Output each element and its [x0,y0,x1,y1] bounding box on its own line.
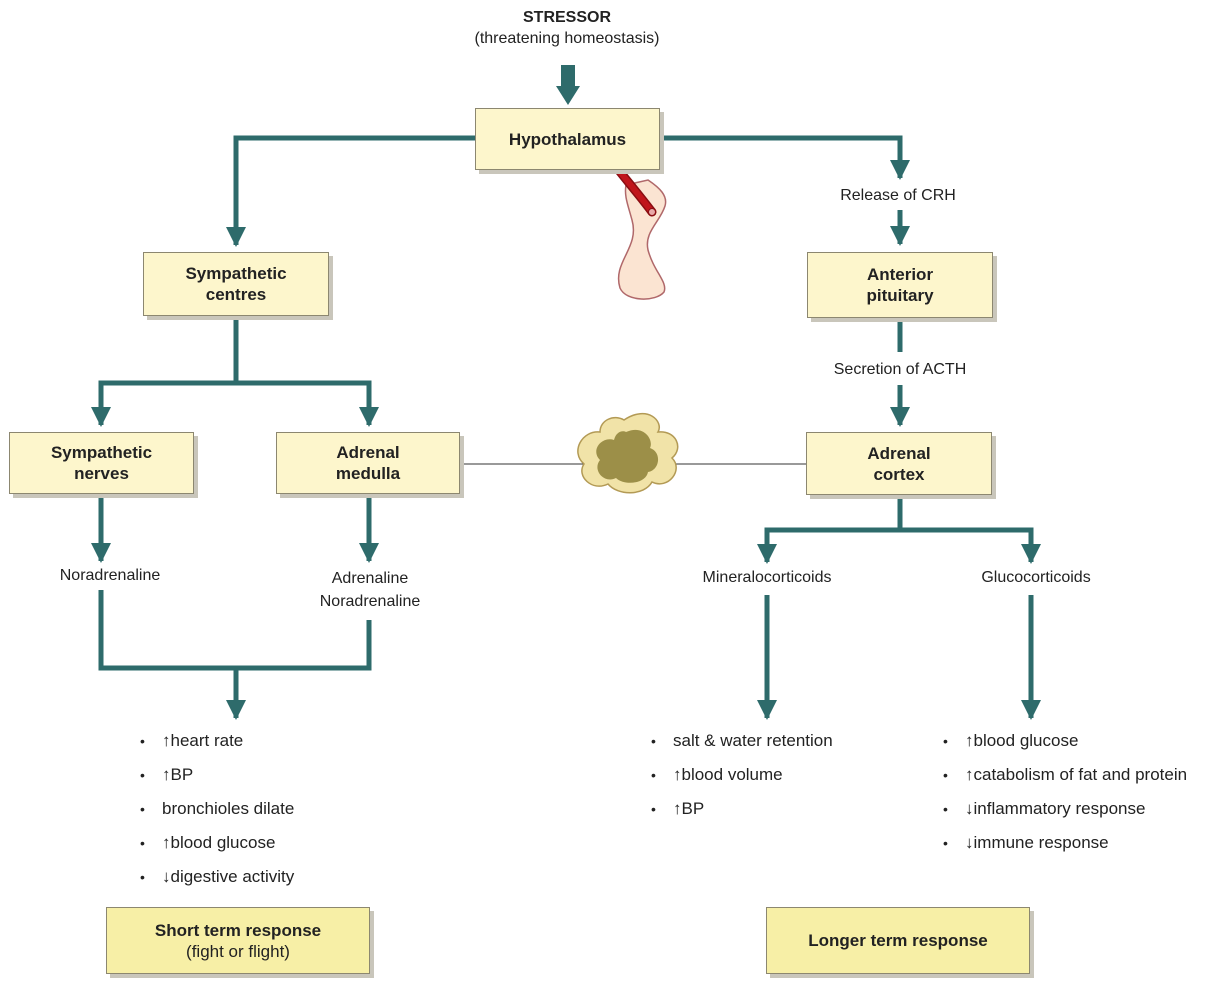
sympathetic-centres-box: Sympathetic centres [143,252,329,316]
short-term-response-title: Short term response [154,920,322,940]
list-item: ↓digestive activity [140,860,294,894]
sympathetic-nerves-box: Sympathetic nerves [9,432,194,494]
glucocorticoid-effects-list: ↑blood glucose ↑catabolism of fat and pr… [943,724,1187,860]
adrenal-cortex-box: Adrenal cortex [806,432,992,495]
list-item: ↑BP [651,792,833,826]
anterior-pituitary-label: Anterior pituitary [866,265,934,305]
sympathetic-centres-label: Sympathetic centres [185,264,287,304]
secretion-acth-label: Secretion of ACTH [833,361,967,378]
stressor-arrow-icon [556,86,580,105]
list-item: bronchioles dilate [140,792,294,826]
list-item: ↑blood glucose [943,724,1187,758]
list-item: ↓immune response [943,826,1187,860]
stressor-title: STRESSOR [522,9,612,26]
list-item: ↓inflammatory response [943,792,1187,826]
mineralocorticoids-label: Mineralocorticoids [702,569,832,586]
noradrenaline-label: Noradrenaline [59,567,161,584]
anterior-pituitary-box: Anterior pituitary [807,252,993,318]
adrenal-gland-icon [577,413,679,494]
adrenal-medulla-label: Adrenal medulla [335,443,401,483]
glucocorticoids-label: Glucocorticoids [981,569,1091,586]
stressor-heading: STRESSOR (threatening homeostasis) [475,7,660,49]
longer-term-response-box: Longer term response [766,907,1030,974]
mineralocorticoid-effects-list: salt & water retention ↑blood volume ↑BP [651,724,833,826]
adrenal-cortex-label: Adrenal cortex [867,443,931,484]
sympathetic-nerves-label: Sympathetic nerves [50,443,153,483]
hypothalamus-label: Hypothalamus [508,129,627,149]
list-item: ↑blood volume [651,758,833,792]
list-item: ↑blood glucose [140,826,294,860]
pituitary-gland-icon [612,163,667,300]
hypothalamus-box: Hypothalamus [475,108,660,170]
short-term-effects-list: ↑heart rate ↑BP bronchioles dilate ↑bloo… [140,724,294,894]
short-term-response-box: Short term response (fight or flight) [106,907,370,974]
longer-term-response-title: Longer term response [808,931,988,950]
list-item: ↑BP [140,758,294,792]
adrenal-medulla-box: Adrenal medulla [276,432,460,494]
adrenaline-noradrenaline-label: Adrenaline Noradrenaline [319,570,421,610]
release-crh-label: Release of CRH [840,187,956,204]
list-item: salt & water retention [651,724,833,758]
list-item: ↑catabolism of fat and protein [943,758,1187,792]
list-item: ↑heart rate [140,724,294,758]
short-term-response-subtitle: (fight or flight) [186,941,290,961]
stressor-subtitle: (threatening homeostasis) [474,30,660,47]
